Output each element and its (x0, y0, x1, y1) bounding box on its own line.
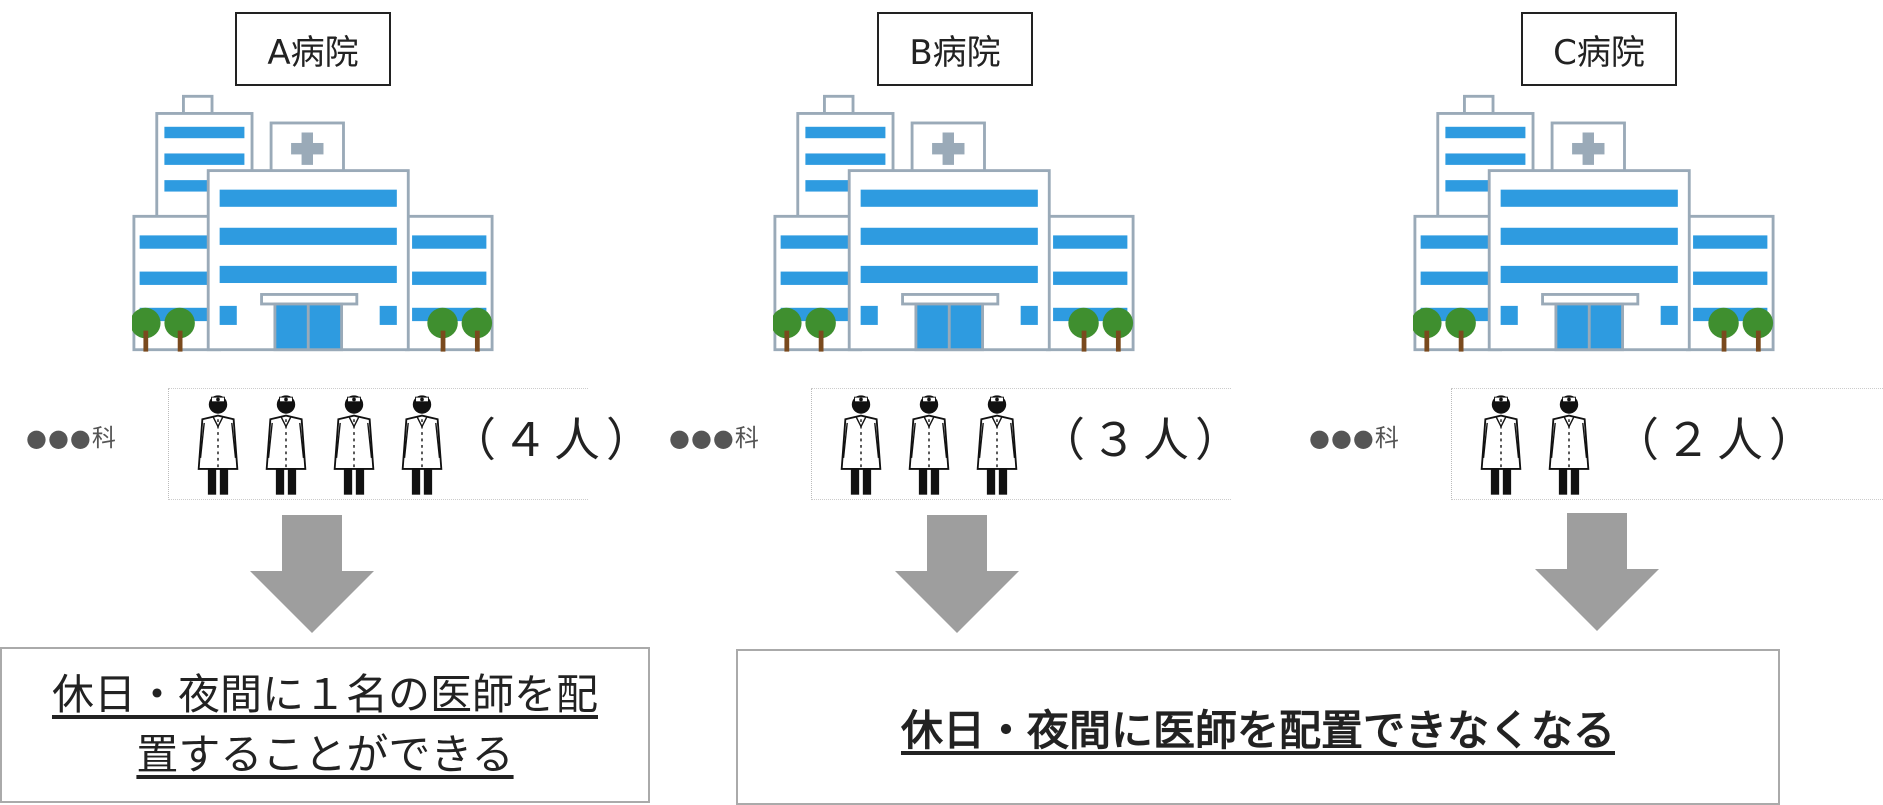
doctor-icon (1546, 389, 1592, 501)
result-box-a: 休日・夜間に１名の医師を配置することができる (0, 647, 650, 803)
down-arrow-icon (1535, 513, 1659, 633)
hospital-building-icon (132, 88, 494, 358)
result-text-bc: 休日・夜間に医師を配置できなくなる (900, 705, 1615, 755)
staff-box-b (811, 388, 1231, 500)
doctor-icon (331, 389, 377, 501)
doctor-icon (906, 389, 952, 501)
doctor-icon (263, 389, 309, 501)
department-label-b: ●●●科 (669, 424, 760, 452)
hospital-name-a: A病院 (267, 32, 359, 73)
hospital-column-b: B病院 ●●●科 （３人） (641, 0, 1241, 520)
doctor-icon (399, 389, 445, 501)
doctor-count-b: （３人） (1039, 413, 1247, 467)
result-box-bc: 休日・夜間に医師を配置できなくなる (736, 649, 1780, 805)
doctor-icon (195, 389, 241, 501)
hospital-name-b: B病院 (909, 32, 1001, 73)
doctor-count-a: （４人） (450, 413, 658, 467)
doctor-count-c: （２人） (1613, 413, 1821, 467)
hospital-name-box-c: C病院 (1521, 12, 1677, 86)
doctor-icon (838, 389, 884, 501)
result-text-a: 休日・夜間に１名の医師を配置することができる (51, 670, 598, 779)
department-label-a: ●●●科 (26, 424, 117, 452)
hospital-name-c: C病院 (1553, 32, 1645, 73)
staff-box-a (168, 388, 588, 500)
hospital-column-c: C病院 ●●●科 （２人） (1283, 0, 1883, 520)
hospital-building-icon (773, 88, 1135, 358)
hospital-name-box-a: A病院 (235, 12, 391, 86)
down-arrow-icon (250, 515, 374, 635)
hospital-building-icon (1413, 88, 1775, 358)
department-label-c: ●●●科 (1309, 424, 1400, 452)
down-arrow-icon (895, 515, 1019, 635)
hospital-column-a: A病院 ●●●科 （４人） (0, 0, 652, 520)
doctor-icon (1478, 389, 1524, 501)
doctor-icon (974, 389, 1020, 501)
staff-box-c (1451, 388, 1883, 500)
hospital-name-box-b: B病院 (877, 12, 1033, 86)
